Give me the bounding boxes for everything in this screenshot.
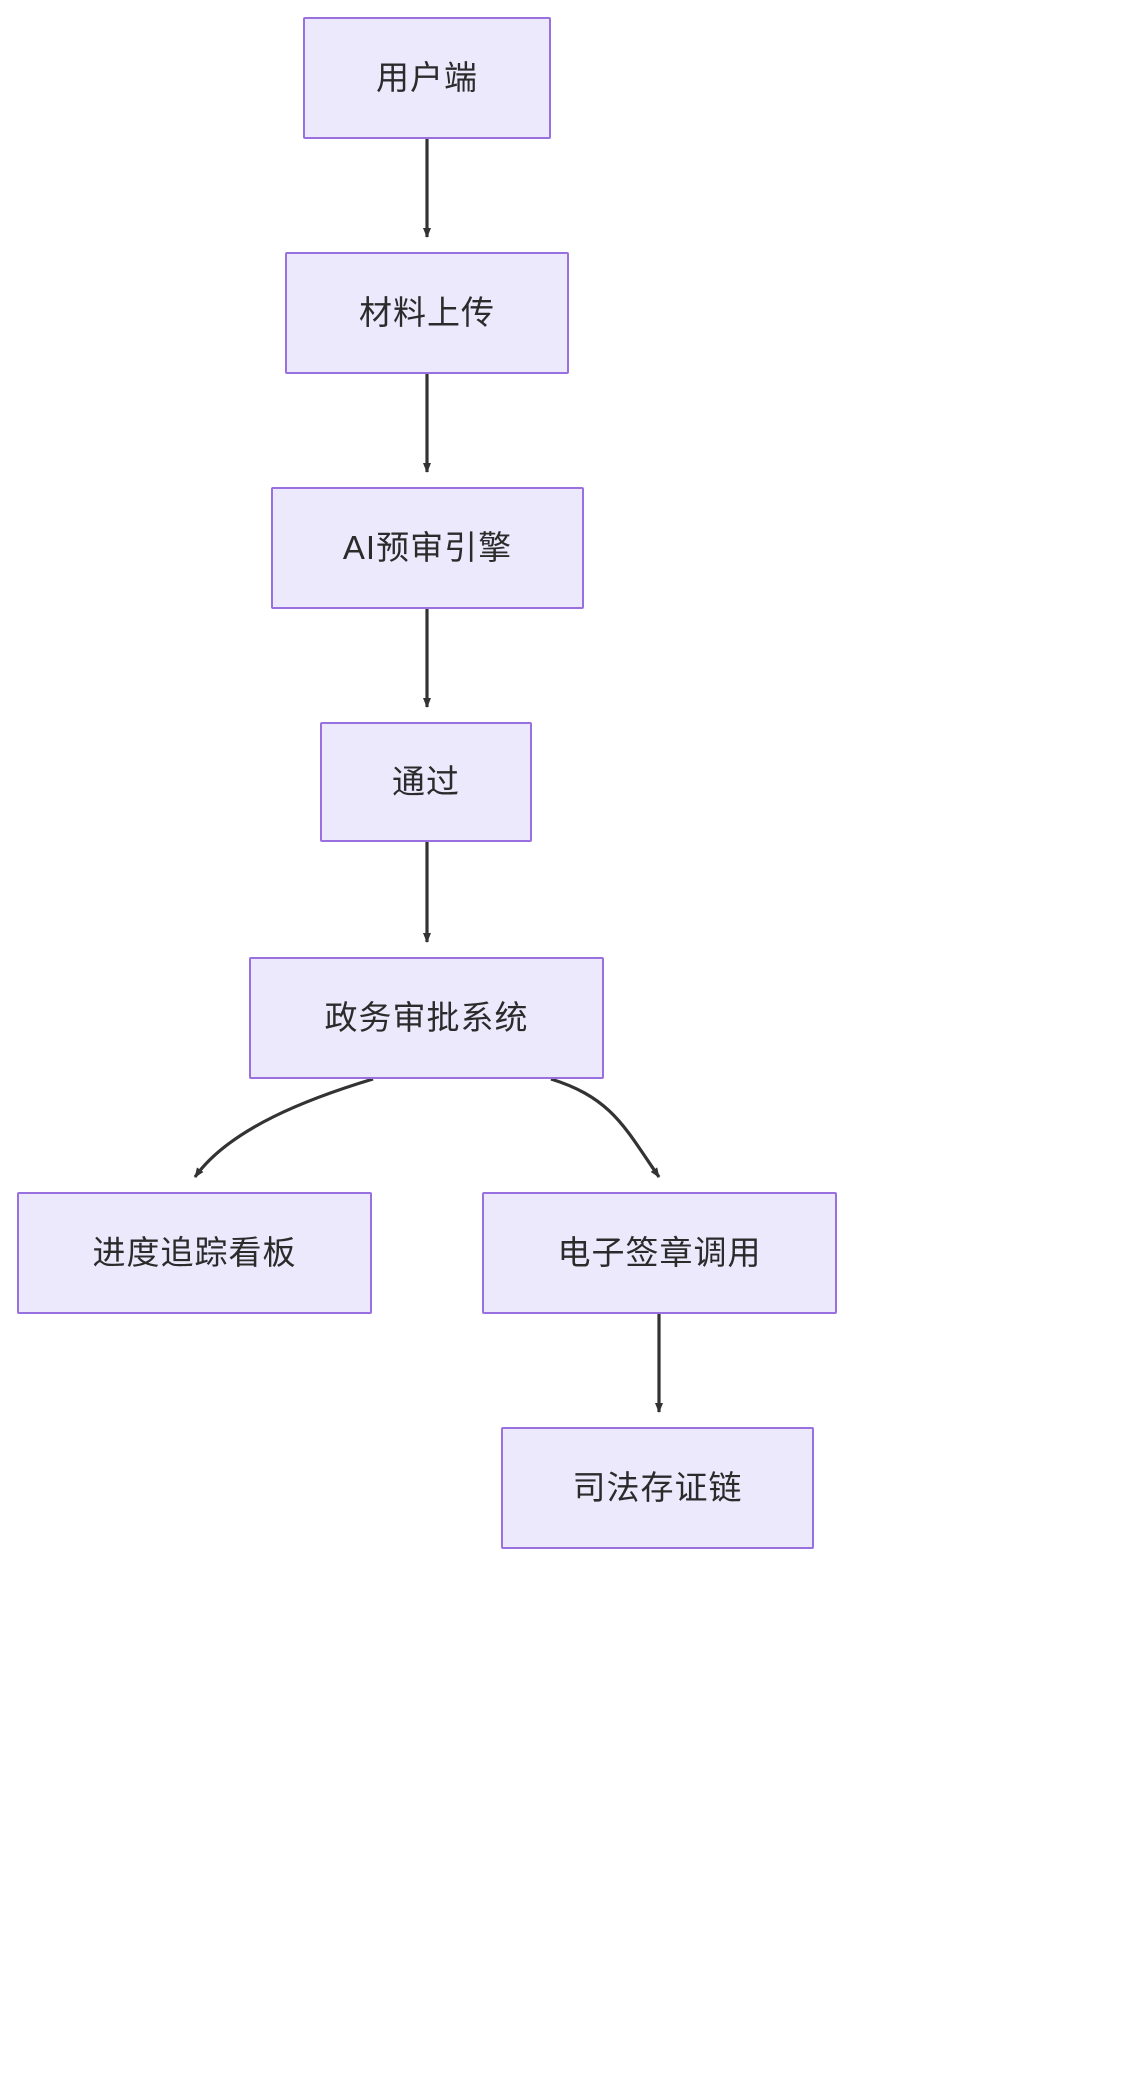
edge-n5-n6 bbox=[193, 1077, 374, 1178]
node-label: 通过 bbox=[392, 763, 460, 801]
node-judicial-evidence-chain[interactable]: 司法存证链 bbox=[501, 1427, 814, 1549]
node-label: 政务审批系统 bbox=[324, 999, 529, 1037]
node-progress-tracking-board[interactable]: 进度追踪看板 bbox=[17, 1192, 372, 1314]
node-label: 电子签章调用 bbox=[557, 1234, 762, 1272]
node-user-client[interactable]: 用户端 bbox=[303, 17, 551, 139]
node-label: 司法存证链 bbox=[572, 1469, 743, 1507]
node-label: 进度追踪看板 bbox=[92, 1234, 297, 1272]
node-electronic-seal-invocation[interactable]: 电子签章调用 bbox=[482, 1192, 837, 1314]
edge-n5-n7 bbox=[550, 1077, 661, 1178]
node-label: 用户端 bbox=[376, 59, 478, 97]
node-material-upload[interactable]: 材料上传 bbox=[285, 252, 569, 374]
node-passed[interactable]: 通过 bbox=[320, 722, 532, 842]
node-government-approval-system[interactable]: 政务审批系统 bbox=[249, 957, 604, 1079]
node-ai-prereview-engine[interactable]: AI预审引擎 bbox=[271, 487, 584, 609]
node-label: AI预审引擎 bbox=[342, 529, 513, 567]
node-label: 材料上传 bbox=[359, 294, 495, 332]
